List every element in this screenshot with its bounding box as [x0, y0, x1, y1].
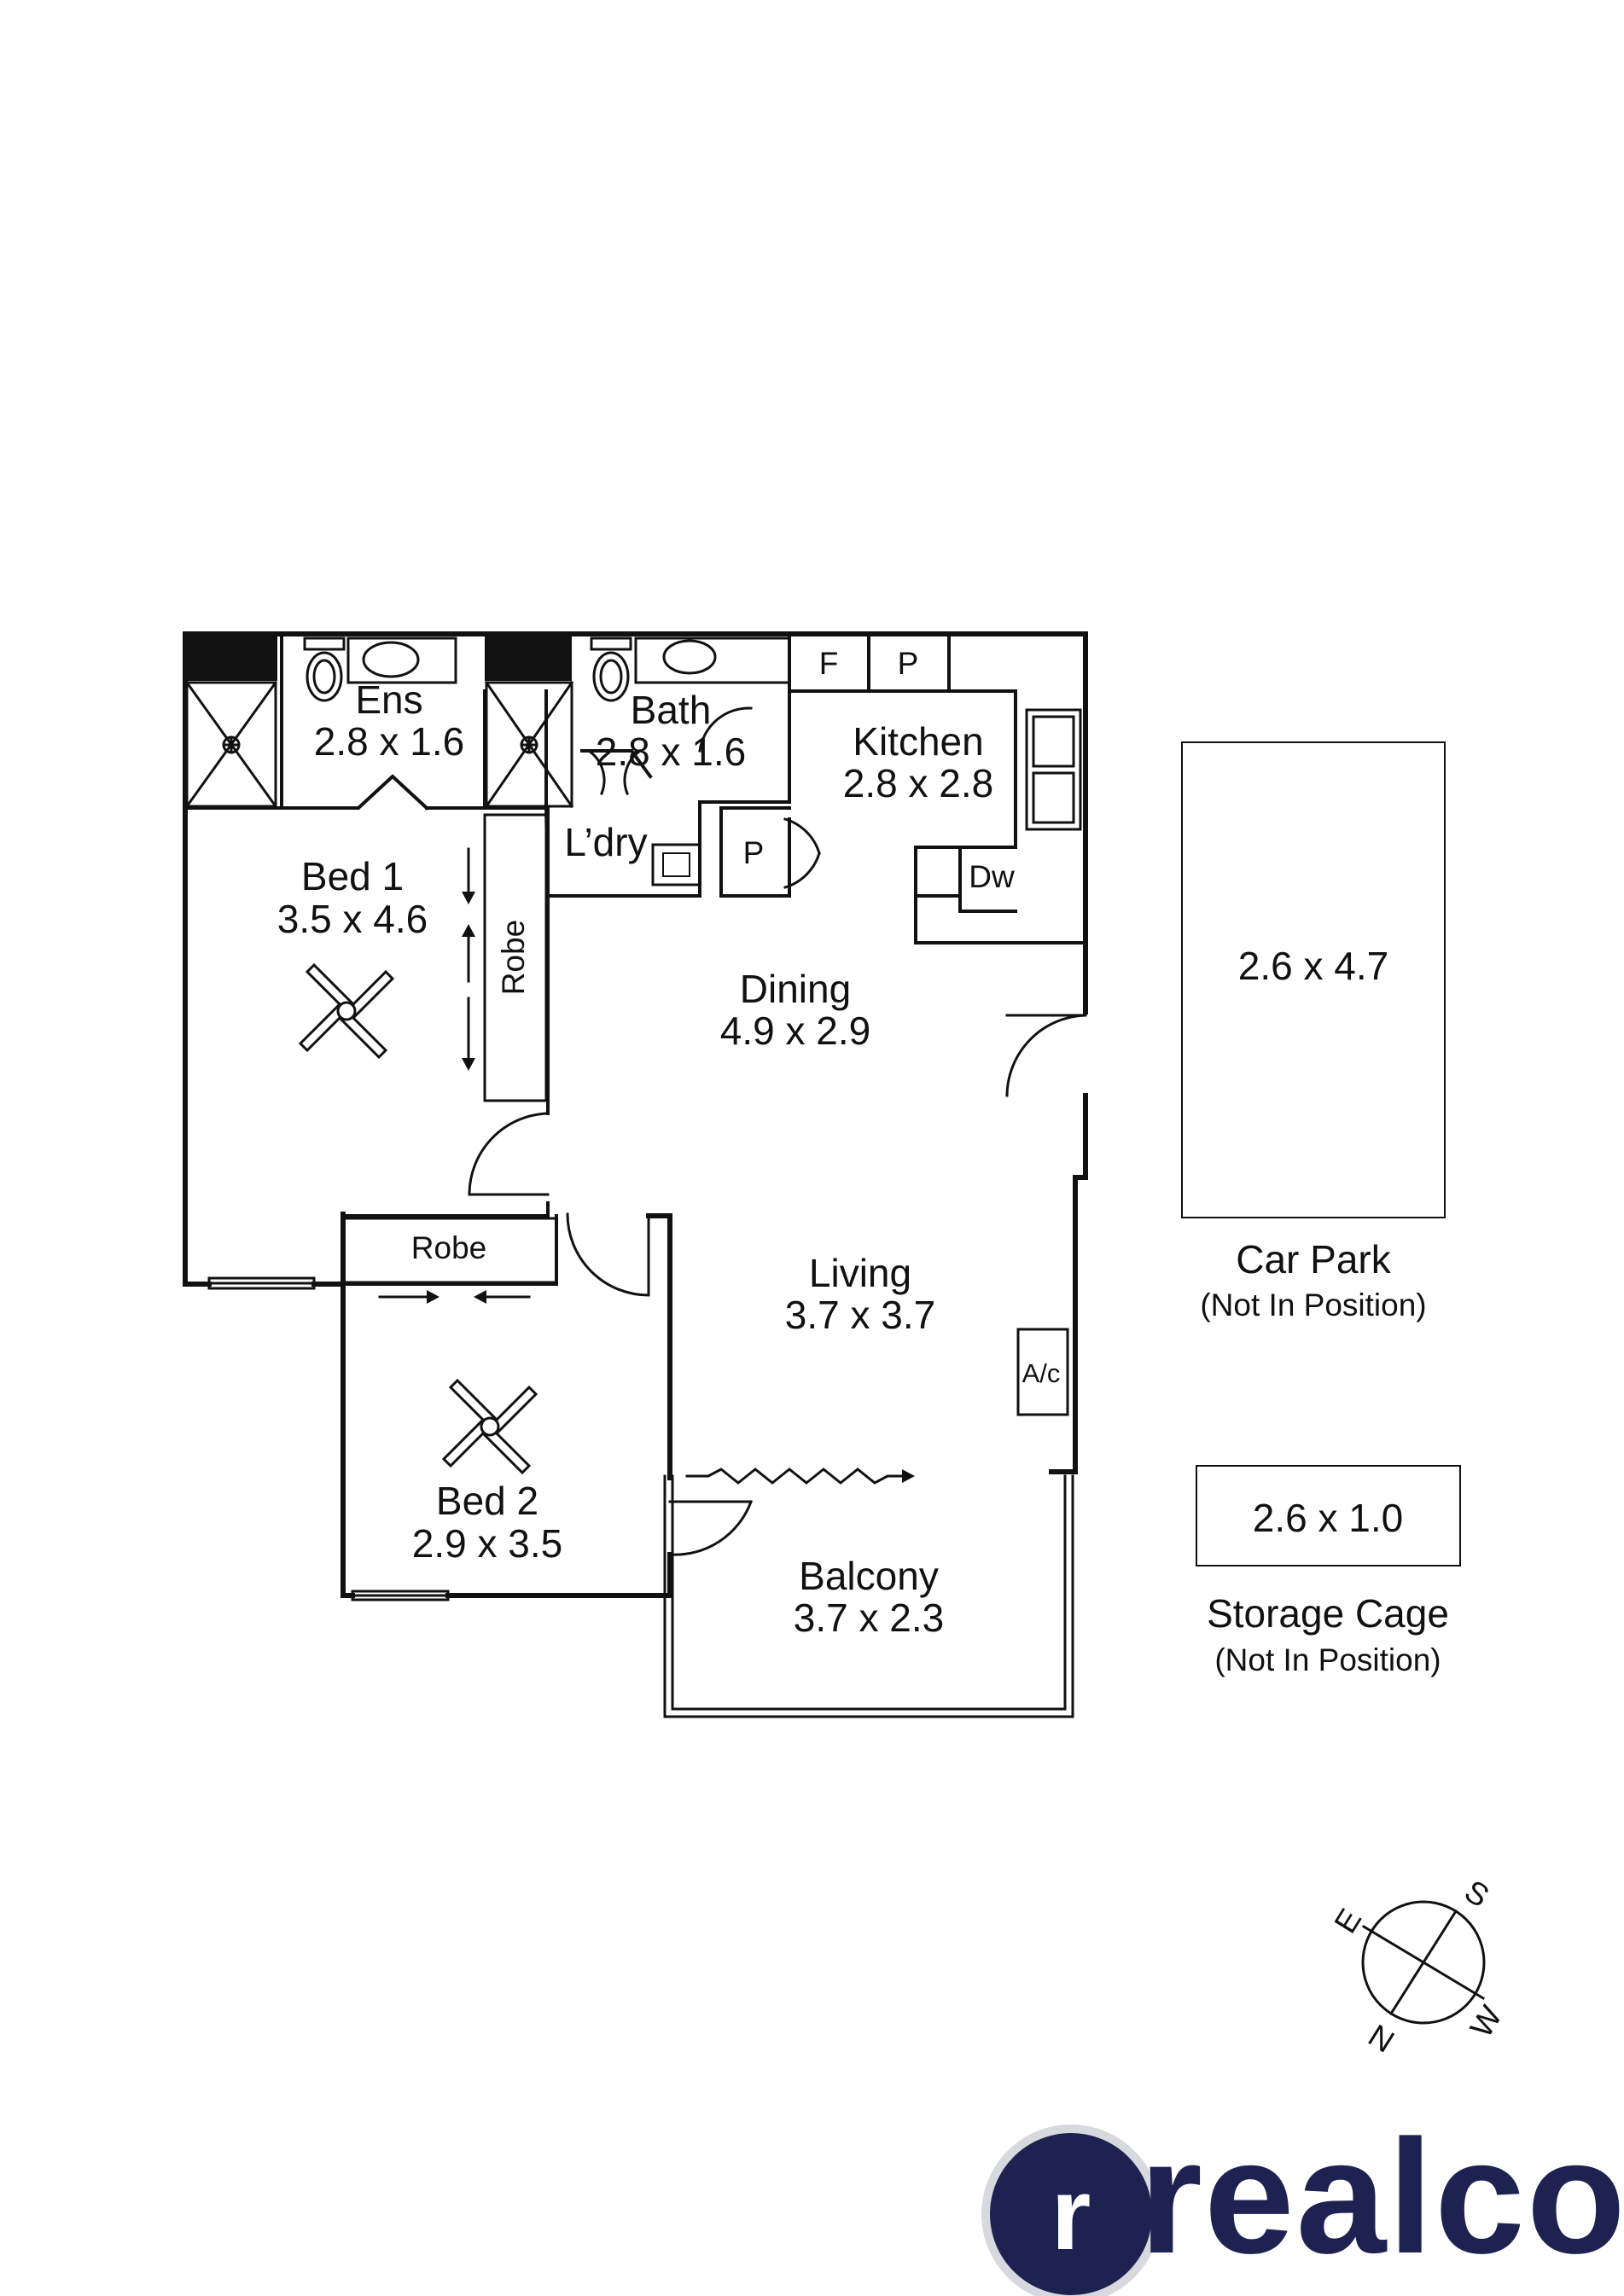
compass-n: N: [1362, 2018, 1400, 2060]
kitchen-size: 2.8 x 2.8: [843, 761, 993, 805]
compass: [1361, 1900, 1486, 2025]
bed1-robe: [483, 813, 548, 1102]
bed1-size: 3.5 x 4.6: [277, 897, 428, 941]
ensuite-shower: [184, 680, 278, 809]
dining-name: Dining: [740, 967, 851, 1011]
fridge-label: F: [819, 646, 839, 681]
car-park-box: [1181, 741, 1446, 1218]
compass-s: S: [1458, 1873, 1495, 1914]
room-labels: Ens 2.8 x 1.6 Bath 2.8 x 1.6 Kitchen 2.8…: [277, 677, 993, 1640]
storage-cage-box: [1196, 1465, 1461, 1567]
storage-cage-note: (Not In Position): [1214, 1642, 1441, 1677]
car-park-label: Car Park: [1236, 1237, 1391, 1282]
toilets-basins: [303, 636, 791, 702]
interior-walls: [183, 632, 1087, 1286]
dining-size: 4.9 x 2.9: [720, 1008, 870, 1053]
living-size: 3.7 x 3.7: [785, 1293, 935, 1337]
aircon-unit: [1016, 1328, 1069, 1416]
robe1-label: Robe: [496, 920, 531, 995]
aircon-label: A/c: [1022, 1358, 1061, 1388]
kitchen-cooktop: [1025, 708, 1082, 831]
pantry-label: P: [898, 646, 919, 681]
balcony-size: 3.7 x 2.3: [794, 1596, 944, 1640]
robe2-label: Robe: [411, 1230, 486, 1265]
kitchen-name: Kitchen: [853, 719, 983, 764]
bed2-robe: [341, 1217, 558, 1284]
fixture-labels: F P P Dw Robe Robe A/c: [411, 646, 1061, 1388]
laundry-tub: [651, 843, 701, 886]
laundry-name: L’dry: [564, 820, 647, 864]
dishwasher-label: Dw: [969, 859, 1015, 894]
compass-e: E: [1327, 1903, 1368, 1939]
bath-shower: [484, 680, 574, 809]
car-park-note: (Not In Position): [1200, 1288, 1426, 1322]
extras-labels: 2.6 x 4.7 Car Park (Not In Position) 2.6…: [1200, 944, 1449, 1677]
car-park-size: 2.6 x 4.7: [1238, 944, 1388, 988]
living-name: Living: [809, 1251, 911, 1295]
realco-logo-badge: r: [990, 2133, 1152, 2295]
storage-cage-label: Storage Cage: [1207, 1591, 1449, 1636]
balcony-name: Balcony: [799, 1554, 939, 1598]
storage-cage-size: 2.6 x 1.0: [1253, 1496, 1403, 1540]
bed2-name: Bed 2: [436, 1479, 538, 1523]
ens-name: Ens: [355, 677, 422, 722]
sliding-arrows: [378, 847, 913, 1485]
bed2-size: 2.9 x 3.5: [412, 1521, 562, 1566]
bed2-ceiling-fan: [441, 1378, 538, 1475]
windows: [207, 1276, 450, 1601]
bed1-name: Bed 1: [301, 854, 404, 898]
pantry2-label: P: [743, 835, 765, 870]
bath-name: Bath: [631, 688, 712, 732]
bath-size: 2.8 x 1.6: [596, 729, 746, 774]
bed1-ceiling-fan: [298, 962, 395, 1060]
balcony-rail: [663, 1474, 1074, 1718]
compass-w: W: [1464, 2000, 1509, 2043]
doors: [468, 706, 1087, 1556]
ens-size: 2.8 x 1.6: [314, 719, 464, 764]
realco-logo-text: realco: [1139, 2107, 1624, 2287]
